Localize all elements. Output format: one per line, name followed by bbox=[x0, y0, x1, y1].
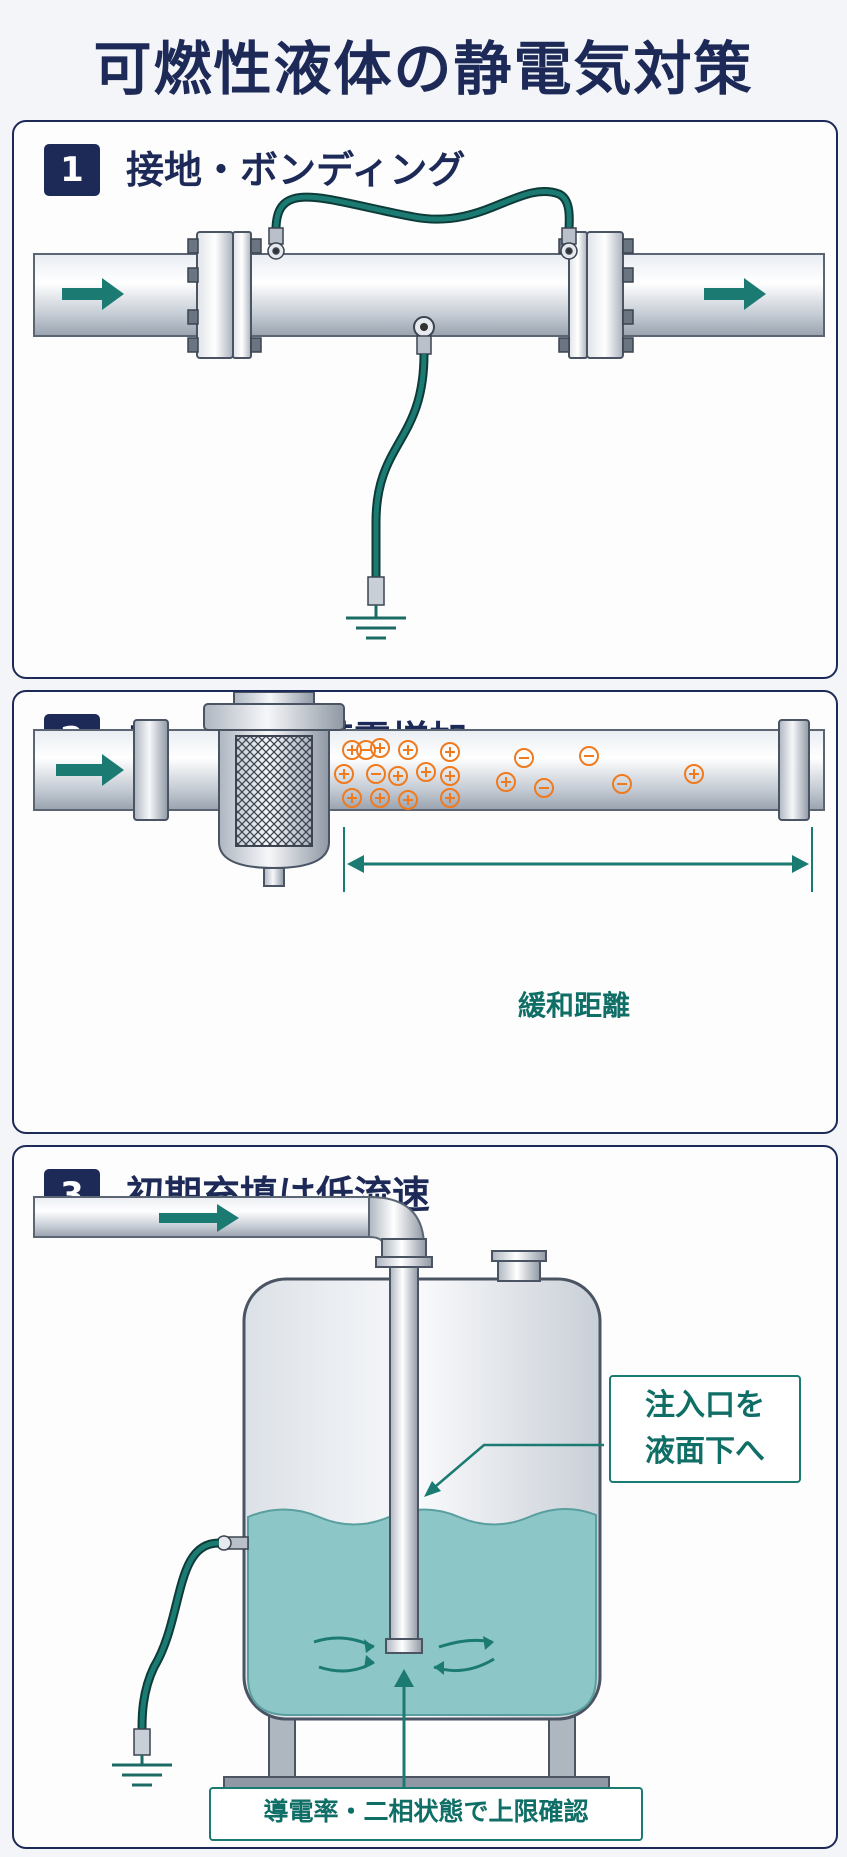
minus-charge-icon bbox=[612, 774, 632, 794]
plus-charge-icon bbox=[398, 790, 418, 810]
panel-grounding-bonding: 1 接地・ボンディング bbox=[12, 120, 838, 679]
filter-element bbox=[235, 735, 313, 847]
plus-charge-icon bbox=[398, 740, 418, 760]
flange-left bbox=[196, 231, 234, 359]
flow-arrow-icon bbox=[62, 278, 124, 310]
plus-charge-icon bbox=[342, 788, 362, 808]
plus-charge-icon bbox=[440, 788, 460, 808]
panel-filter-charging: 2 フィルタで帯電増加 bbox=[12, 690, 838, 1134]
dip-pipe bbox=[389, 1266, 419, 1646]
ground-icon bbox=[346, 605, 406, 640]
panel-initial-fill: 3 初期充填は低流速 bbox=[12, 1145, 838, 1849]
ground-wire bbox=[139, 1540, 220, 1730]
ground-icon bbox=[112, 1755, 172, 1787]
plus-charge-icon bbox=[388, 766, 408, 786]
plus-charge-icon bbox=[496, 772, 516, 792]
page-title: 可燃性液体の静電気対策 bbox=[93, 35, 754, 103]
panel-heading: 接地・ボンディング bbox=[126, 148, 466, 192]
flow-arrow-icon bbox=[56, 754, 124, 786]
minus-charge-icon bbox=[579, 746, 599, 766]
grounding-bonding-diagram bbox=[33, 187, 825, 640]
plus-charge-icon bbox=[684, 764, 704, 784]
relaxation-distance-label: 緩和距離 bbox=[517, 989, 630, 1022]
minus-charge-icon bbox=[514, 748, 534, 768]
minus-charge-icon bbox=[366, 764, 386, 784]
ground-wire bbox=[373, 353, 427, 577]
plus-charge-icon bbox=[370, 788, 390, 808]
plus-charge-icon bbox=[440, 766, 460, 786]
step-number-badge: 1 bbox=[44, 144, 100, 196]
liquid bbox=[247, 1507, 597, 1716]
callout-line: 液面下へ bbox=[645, 1434, 765, 1469]
minus-charge-icon bbox=[534, 778, 554, 798]
flow-arrow-icon bbox=[159, 1204, 239, 1232]
flow-arrow-icon bbox=[704, 278, 766, 310]
plus-charge-icon bbox=[416, 762, 436, 782]
plus-charge-icon bbox=[334, 764, 354, 784]
minus-charge-icon bbox=[356, 740, 376, 760]
inlet-below-surface-callout: 注入口を 液面下へ bbox=[609, 1375, 801, 1483]
plus-charge-icon bbox=[440, 742, 460, 762]
plus-charge-icon bbox=[370, 738, 390, 758]
tank-fill-diagram bbox=[33, 1195, 610, 1792]
filter-diagram bbox=[33, 692, 825, 892]
conductivity-callout: 導電率・二相状態で上限確認 bbox=[209, 1787, 643, 1841]
bonding-wire bbox=[273, 189, 572, 233]
callout-line: 注入口を bbox=[645, 1388, 765, 1423]
